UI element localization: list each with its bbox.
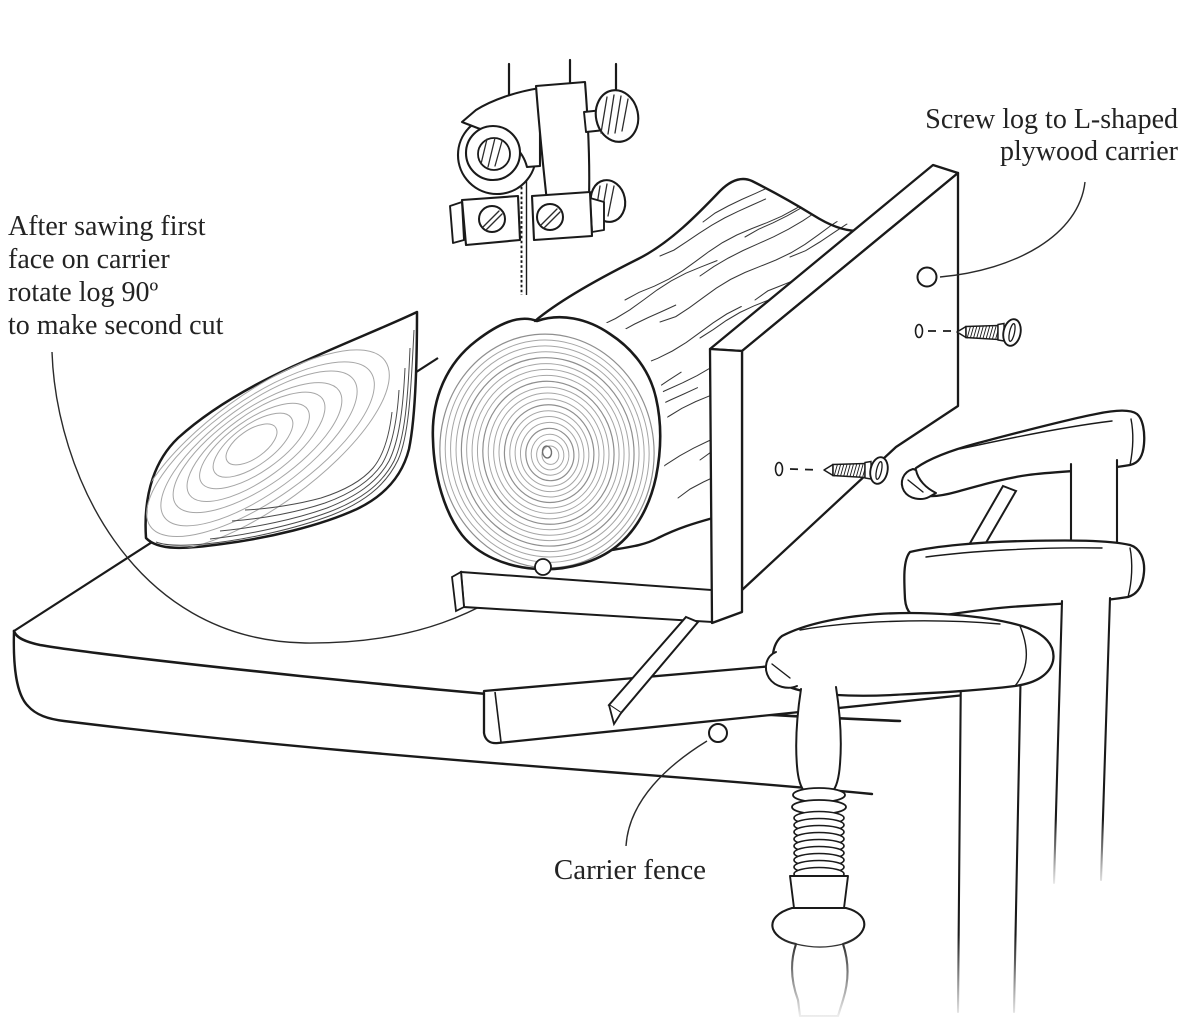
clamp-screw-shaft: [795, 688, 806, 793]
leader-line-rotate-note: [51, 351, 539, 644]
wood-screw-upper: [928, 318, 1022, 347]
callout-fence-label: Carrier fence: [553, 854, 707, 886]
callout-screw-log: Screw log to L-shaped plywood carrier: [925, 104, 1178, 168]
clamp-lower-pad: [764, 651, 798, 689]
carrier-base-board: [451, 518, 713, 624]
leader-dot-rotate-note: [534, 558, 552, 576]
callout-rotate-line3: rotate log 90º: [8, 277, 159, 308]
leader-dot-fence-note: [708, 723, 728, 743]
wood-screw-lower: [789, 456, 889, 485]
callout-rotate-line1: After sawing first: [8, 211, 206, 242]
bottom-fade: [0, 935, 1200, 1023]
leader-line-fence-note: [625, 740, 708, 847]
panel-foot-edge: [607, 615, 700, 727]
callout-screw-line2: plywood carrier: [999, 136, 1178, 167]
blade-guide-assembly: [449, 58, 640, 247]
leader-line-screw-note: [939, 181, 1086, 278]
leader-dot-screw-note: [916, 266, 938, 288]
sawn-slab: [144, 310, 419, 550]
clamp-upper-fixed-jaw: [911, 409, 1146, 498]
screw-head-upper: [1002, 318, 1022, 347]
clamp-handle-collar: [789, 875, 849, 909]
callout-carrier-fence: Carrier fence: [520, 854, 740, 887]
plywood-carrier-panel: [708, 163, 960, 625]
screw-head-lower: [869, 456, 889, 485]
clamp-upper-pad: [900, 468, 937, 500]
screw-hole-lower: [774, 461, 784, 477]
guide-post-body: [534, 80, 591, 204]
bar-clamp-upper: [900, 409, 1146, 890]
callout-screw-line1: Screw log to L-shaped: [925, 104, 1178, 135]
clamp-lower-jaw: [771, 611, 1055, 697]
clamp-screw-spring: [793, 810, 845, 882]
thumbscrew-upper-hatch: [600, 94, 629, 135]
callout-rotate-log: After sawing first face on carrier rotat…: [8, 210, 223, 342]
knob-hatch: [480, 137, 503, 168]
callout-rotate-line2: face on carrier: [8, 244, 170, 275]
thumbscrew-upper: [594, 89, 640, 143]
callout-rotate-line4: to make second cut: [8, 310, 224, 341]
screw-hole-upper: [914, 323, 924, 339]
